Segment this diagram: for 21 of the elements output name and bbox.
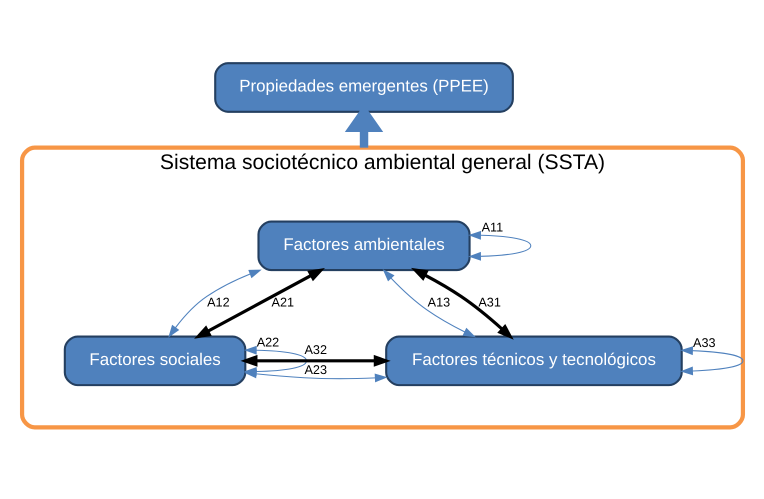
arrow: [468, 230, 531, 261]
edge-label: A21: [271, 296, 294, 310]
node-box: Factores ambientales: [256, 220, 470, 272]
arrow: [168, 270, 262, 338]
edge-label: A22: [256, 336, 279, 350]
arrow: [680, 346, 743, 376]
edge-label: A33: [692, 336, 716, 350]
arrow: [240, 354, 390, 367]
arrow: [244, 370, 388, 382]
node-box: Propiedades emergentes (PPEE): [214, 62, 514, 113]
arrow: [194, 268, 324, 339]
edge-label: A13: [427, 296, 450, 310]
edge-label: A23: [304, 363, 327, 378]
node-box: Factores técnicos y tecnológicos: [384, 336, 682, 386]
arrow: [382, 269, 476, 338]
node-box: Factores sociales: [63, 336, 246, 386]
edge-label: A11: [481, 220, 503, 235]
arrow: [410, 268, 514, 340]
edge-label: A31: [478, 296, 500, 310]
edge-label: A12: [206, 296, 230, 310]
edge-label: A32: [304, 343, 327, 358]
